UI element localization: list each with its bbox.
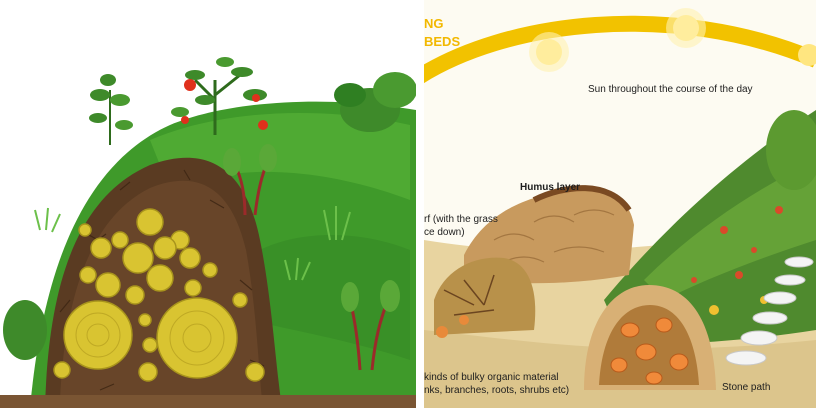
stone-path-label: Stone path	[722, 382, 770, 394]
diagram-header-line-1: NG	[424, 16, 444, 32]
raised-bed-diagram: NG BEDS Sun throughout the course of the…	[424, 0, 816, 408]
ground-soil-base	[0, 395, 416, 408]
turf-label-line-1: rf (with the grass	[424, 214, 498, 226]
hugelkultur-cross-section-illustration	[0, 0, 416, 408]
diagram-header-line-2: BEDS	[424, 34, 460, 50]
turf-label-line-2: ce down)	[424, 227, 465, 239]
shrub-left-edge	[3, 300, 47, 360]
humus-layer-label: Humus layer	[520, 182, 580, 194]
bulky-material-label-line-1: kinds of bulky organic material	[424, 372, 559, 384]
sun-icon	[529, 32, 569, 72]
sun-path-arc	[424, 24, 816, 80]
bulky-material-label-line-2: nks, branches, roots, shrubs etc)	[424, 385, 569, 397]
sun-label: Sun throughout the course of the day	[588, 84, 753, 96]
leafy-plant-left	[89, 74, 133, 145]
sun-icon	[666, 8, 706, 48]
